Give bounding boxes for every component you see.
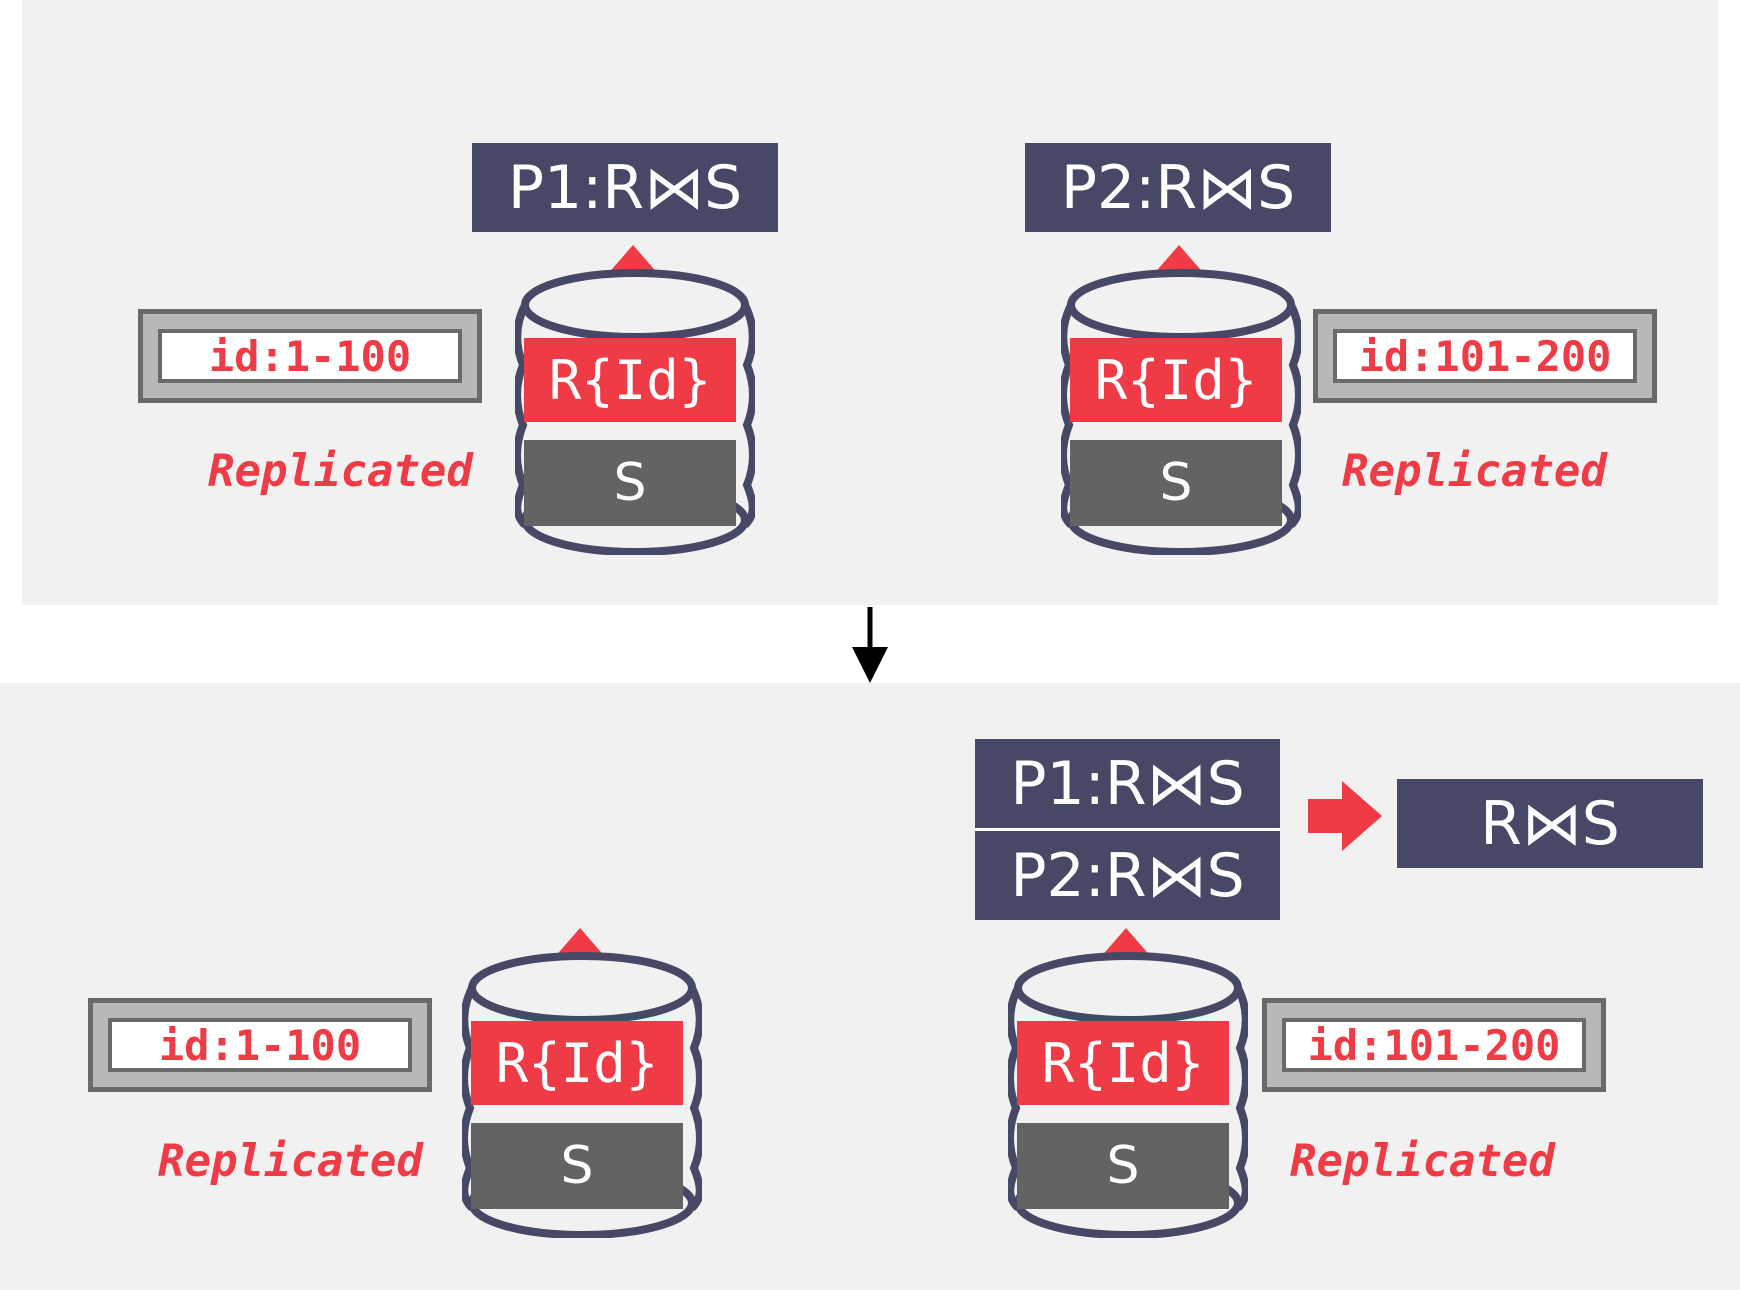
stack-divider xyxy=(975,828,1280,831)
p1-r-partition: R{Id} xyxy=(524,338,736,422)
bottom-p2-replicated-label: Replicated xyxy=(1290,1136,1555,1187)
p1-database-icon: R{Id} S xyxy=(515,245,755,555)
p1-replicated-label: Replicated xyxy=(208,446,473,497)
bottom-p2-s-table: S xyxy=(1017,1123,1229,1209)
right-arrow-icon xyxy=(1308,781,1382,851)
final-join-result: R⋈S xyxy=(1397,779,1703,868)
bottom-p1-replicated-label: Replicated xyxy=(158,1136,423,1187)
bottom-p2-range-text: id:101-200 xyxy=(1282,1018,1586,1072)
p2-join-label: P2:R⋈S xyxy=(1025,143,1331,232)
bottom-p2-range-box: id:101-200 xyxy=(1262,998,1606,1092)
p1-join-label: P1:R⋈S xyxy=(472,143,778,232)
p2-range-box: id:101-200 xyxy=(1313,309,1657,403)
bottom-p1-s-table: S xyxy=(471,1123,683,1209)
stack-p2-join-label: P2:R⋈S xyxy=(975,831,1280,920)
stack-p1-join-label: P1:R⋈S xyxy=(975,739,1280,828)
bottom-p1-r-partition: R{Id} xyxy=(471,1021,683,1105)
p2-s-table: S xyxy=(1070,440,1282,526)
p1-range-box: id:1-100 xyxy=(138,309,482,403)
p1-range-text: id:1-100 xyxy=(158,329,462,383)
p2-range-text: id:101-200 xyxy=(1333,329,1637,383)
bottom-p1-database-icon: R{Id} S xyxy=(462,928,702,1238)
bottom-p2-r-partition: R{Id} xyxy=(1017,1021,1229,1105)
down-arrow-icon xyxy=(852,607,888,683)
p2-r-partition: R{Id} xyxy=(1070,338,1282,422)
p2-database-icon: R{Id} S xyxy=(1061,245,1301,555)
bottom-p2-database-icon: R{Id} S xyxy=(1008,928,1248,1238)
p2-replicated-label: Replicated xyxy=(1342,446,1607,497)
bottom-p1-range-text: id:1-100 xyxy=(108,1018,412,1072)
bottom-panel: id:1-100 Replicated R{Id} S R{Id} S id:1… xyxy=(0,683,1740,1290)
top-panel: P1:R⋈S id:1-100 Replicated R{Id} S P2:R⋈… xyxy=(22,0,1718,605)
bottom-p1-range-box: id:1-100 xyxy=(88,998,432,1092)
p1-s-table: S xyxy=(524,440,736,526)
